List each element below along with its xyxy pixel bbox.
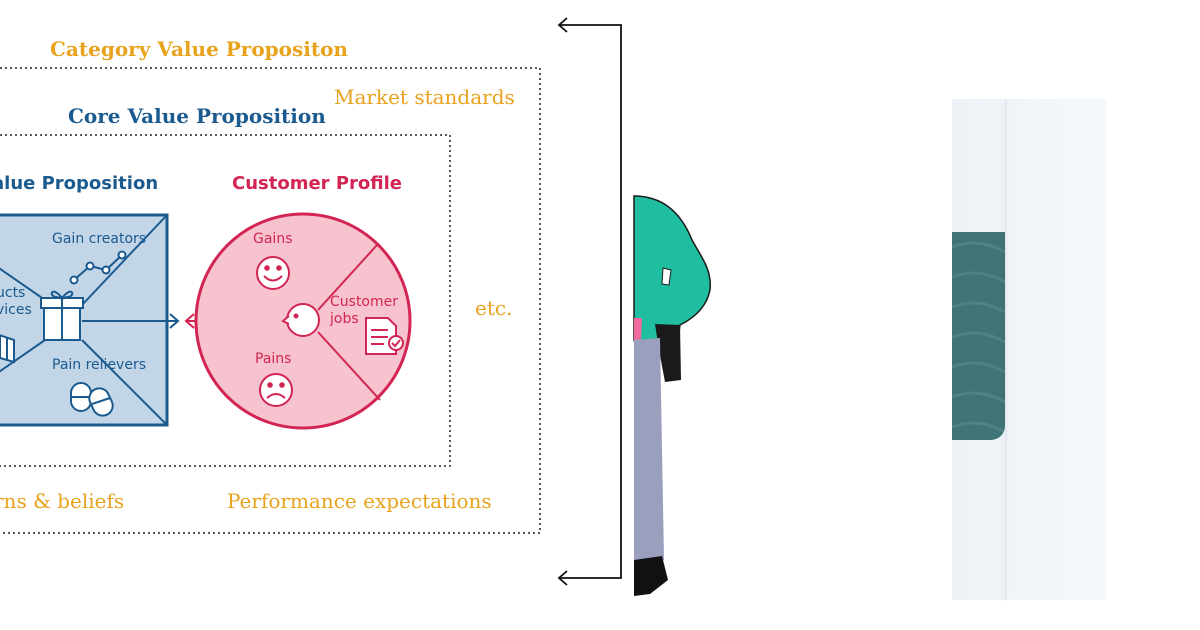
pains-label: Pains — [255, 351, 292, 367]
value-proposition-title: alue Proposition — [0, 173, 159, 194]
category-title: Category Value Propositon — [50, 37, 348, 61]
market-standards-label: Market standards — [334, 85, 515, 109]
customer-jobs-label-line2: jobs — [330, 311, 359, 327]
face-icon — [281, 303, 320, 337]
pain-relievers-label: Pain relievers — [52, 357, 147, 373]
smile-icon — [256, 256, 290, 290]
customer-jobs-label-line1: Customer — [330, 294, 399, 310]
wave-pattern — [952, 241, 1005, 434]
performance-expectations-label: Performance expectations — [227, 489, 492, 513]
frown-icon — [259, 373, 293, 407]
product-box-icon — [0, 334, 15, 364]
person-illustration — [633, 195, 711, 596]
products-label-line2: vices — [0, 302, 32, 318]
bracket-arrow — [557, 17, 622, 586]
products-label-line1: ucts — [0, 285, 26, 301]
right-card-teal-panel — [952, 232, 1005, 440]
document-check-icon — [365, 317, 404, 355]
right-card-edge — [1005, 99, 1007, 600]
gains-label: Gains — [253, 231, 293, 247]
fit-arrow — [82, 313, 180, 329]
core-box — [0, 134, 451, 467]
pills-icon — [70, 382, 114, 417]
gift-icon — [40, 290, 84, 341]
gain-creators-label: Gain creators — [52, 231, 147, 247]
customer-profile-title: Customer Profile — [232, 173, 402, 194]
graph-icon — [69, 250, 127, 285]
category-box — [0, 67, 541, 534]
norms-beliefs-label: rns & beliefs — [0, 489, 125, 513]
etc-label: etc. — [475, 296, 513, 320]
core-title: Core Value Proposition — [68, 104, 326, 128]
